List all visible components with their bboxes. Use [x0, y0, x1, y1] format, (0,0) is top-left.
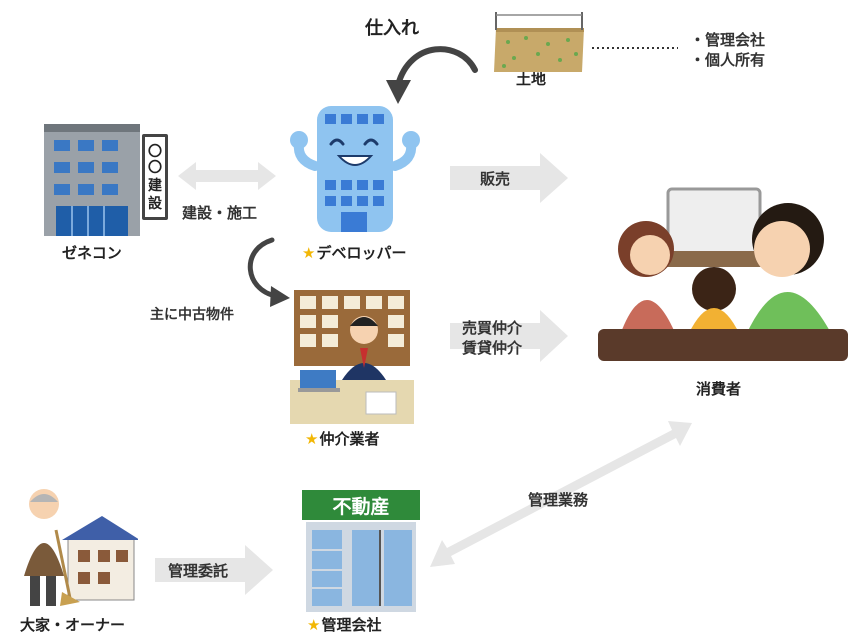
broker-office-illustration	[290, 290, 414, 424]
contractor-building-illustration: 〇 〇 建 設	[44, 124, 168, 236]
star-icon: ★	[302, 244, 316, 262]
construction-label: 建設・施工	[182, 204, 258, 222]
developer-building-character	[290, 106, 420, 232]
svg-text:〇: 〇	[148, 159, 162, 176]
owners-item: ・管理会社	[690, 31, 766, 49]
consumer-family-illustration	[598, 187, 848, 361]
consumer-label: 消費者	[696, 380, 742, 398]
land-plot-illustration	[494, 12, 584, 72]
management-work-double-arrow	[430, 421, 692, 567]
brokerage-labels: 売買仲介 賃貸仲介	[462, 318, 522, 358]
brokerage-arrow	[450, 310, 568, 362]
general-contractor-label: ゼネコン	[62, 244, 122, 262]
property-manager-storefront: 不動産	[302, 490, 420, 612]
construction-double-arrow	[178, 162, 276, 190]
landlord-label: 大家・オーナー	[20, 616, 126, 634]
management-delegation-label: 管理委託	[168, 562, 229, 580]
purchase-curve-arrow	[386, 46, 478, 104]
sales-brokerage-label: 売買仲介	[462, 319, 523, 337]
svg-text:不動産: 不動産	[332, 495, 389, 518]
broker-label: ★仲介業者	[305, 428, 379, 449]
developer-label: ★デベロッパー	[302, 242, 406, 263]
used-property-curve-arrow	[247, 237, 290, 307]
management-delegation-arrow	[155, 545, 273, 595]
management-work-label: 管理業務	[528, 491, 589, 509]
land-label: 土地	[516, 70, 547, 88]
purchase-label: 仕入れ	[365, 18, 419, 39]
sales-label: 販売	[480, 170, 511, 188]
developer-label-text: デベロッパー	[316, 244, 407, 262]
rental-brokerage-label: 賃貸仲介	[462, 339, 523, 357]
sales-arrow	[450, 153, 568, 203]
star-icon: ★	[307, 616, 321, 634]
property-manager-label-text: 管理会社	[321, 616, 382, 634]
landlord-illustration	[24, 489, 138, 606]
svg-text:建: 建	[148, 177, 162, 194]
property-manager-label: ★管理会社	[307, 614, 381, 635]
star-icon: ★	[305, 430, 319, 448]
owners-item: ・個人所有	[690, 51, 766, 69]
used-property-label: 主に中古物件	[150, 307, 234, 323]
owners-list: ・管理会社 ・個人所有	[690, 30, 765, 70]
broker-label-text: 仲介業者	[319, 430, 380, 448]
svg-text:〇: 〇	[148, 143, 162, 160]
svg-text:設: 設	[148, 195, 163, 212]
